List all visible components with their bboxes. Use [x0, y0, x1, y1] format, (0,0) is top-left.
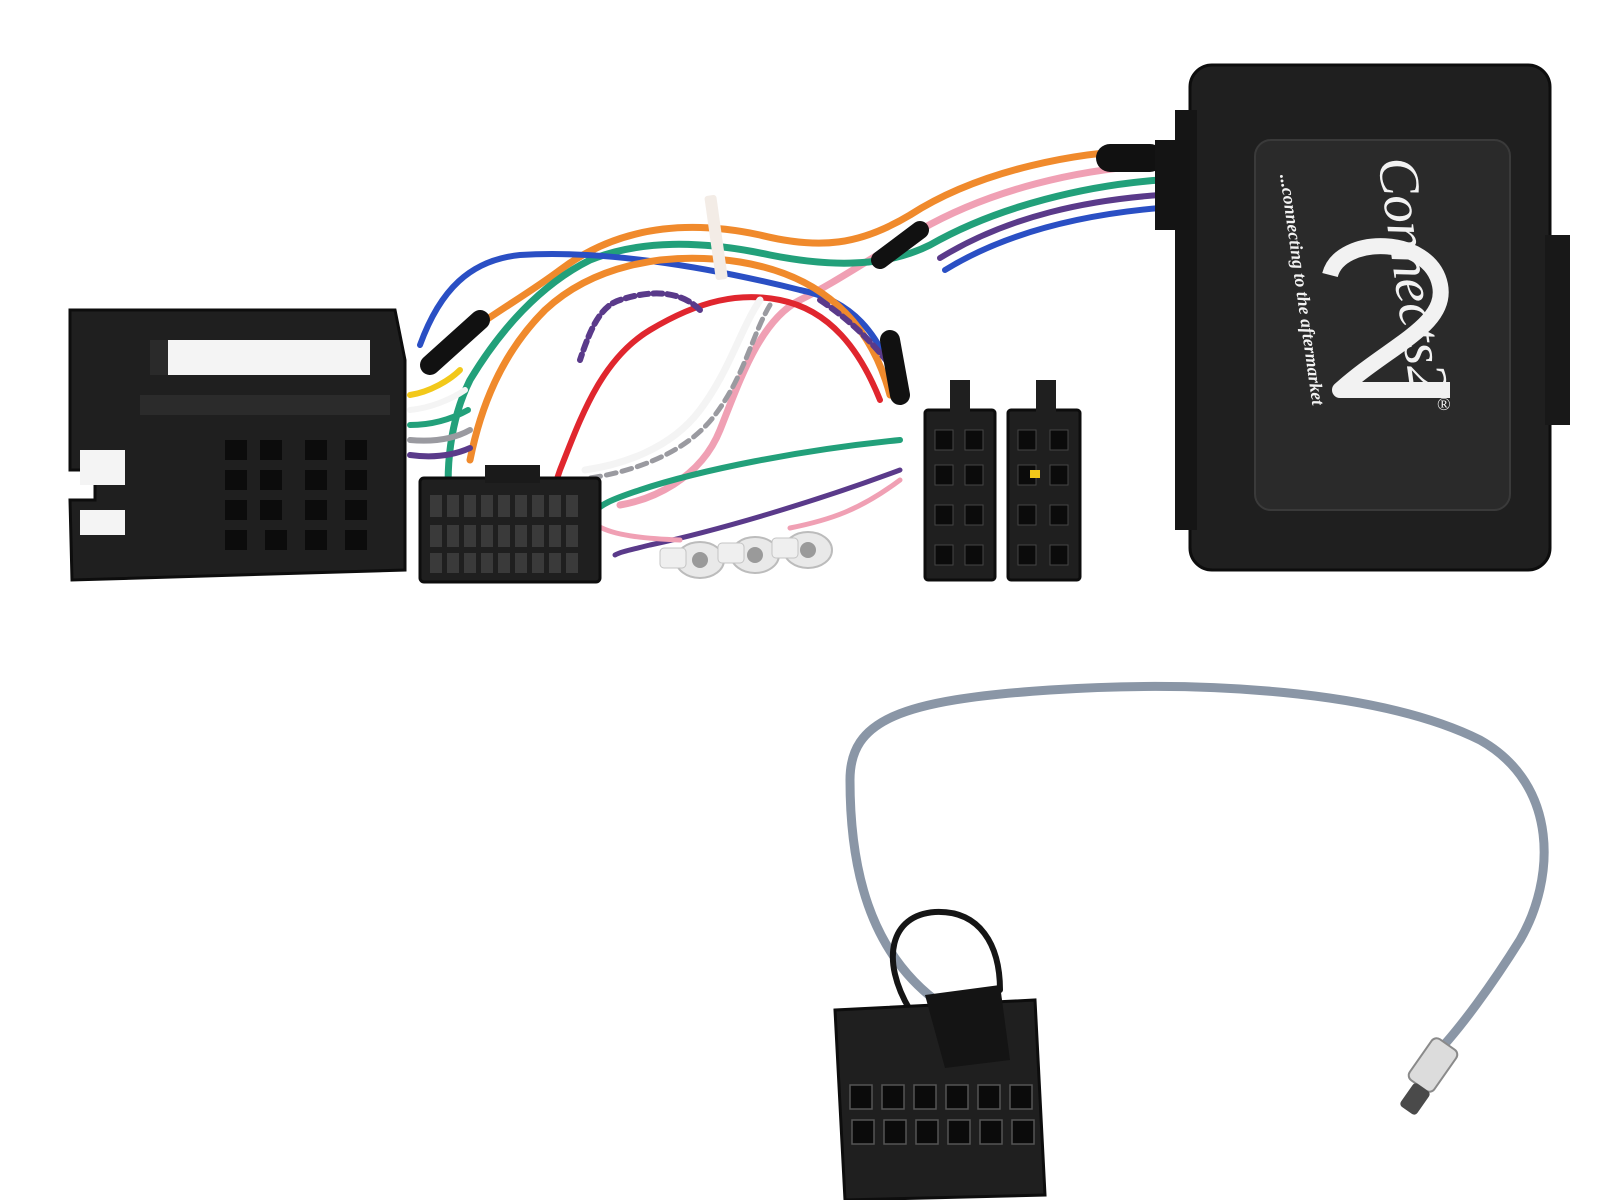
- ring-terminals: [659, 531, 833, 579]
- wire-grey-twist: [587, 302, 773, 481]
- wire-purple-twist: [577, 290, 703, 363]
- wire-white: [407, 387, 468, 413]
- ring-terminal-3: [771, 531, 833, 569]
- ring-terminal-1: [659, 541, 725, 579]
- wire-orange-2: [466, 254, 894, 464]
- iso-yellow-pin: [1030, 470, 1040, 478]
- wire-orange: [436, 146, 1164, 359]
- wire-pink-3: [587, 517, 683, 543]
- wire-pink-2: [787, 477, 903, 531]
- wire-grey: [407, 427, 473, 444]
- wire-yellow: [407, 367, 463, 398]
- cable-tie: [704, 194, 728, 281]
- multipin-pins: [430, 495, 578, 573]
- wire-green-3: [407, 407, 471, 428]
- jumper-wire-loop: [889, 908, 1003, 1013]
- ring-terminal-2: [717, 536, 780, 574]
- wire-purple-3: [407, 445, 473, 460]
- quadlock-pins: [225, 440, 367, 550]
- wire-green: [444, 176, 1164, 514]
- iso-connector-left: [923, 380, 997, 582]
- wire-green-2: [592, 437, 903, 515]
- brand-registered-mark: ®: [1437, 394, 1451, 414]
- iso-connector-right: [1006, 380, 1082, 582]
- twelve-pin-connector-icon: [833, 985, 1047, 1200]
- wire-purple: [937, 192, 1163, 261]
- fakra-antenna-plug-icon: [1400, 1037, 1459, 1115]
- antenna-cable: [845, 682, 1549, 1065]
- logo-figure-two: [1322, 238, 1450, 398]
- wire-pink: [616, 161, 1164, 509]
- wire-blue: [942, 205, 1163, 273]
- wire-white-twist: [581, 296, 764, 474]
- wire-purple-2: [612, 467, 903, 558]
- heat-shrink-1: [420, 310, 490, 375]
- multipin-connector-icon: [418, 465, 602, 584]
- heat-shrink-3: [880, 330, 910, 405]
- box-label: [1254, 139, 1511, 511]
- antenna-lead: [845, 682, 1549, 1065]
- control-box-icon: Connects2 ® ...connecting to the afterma…: [1155, 63, 1570, 572]
- quadlock-connector-icon: [68, 308, 407, 582]
- heat-shrink-2: [871, 221, 929, 269]
